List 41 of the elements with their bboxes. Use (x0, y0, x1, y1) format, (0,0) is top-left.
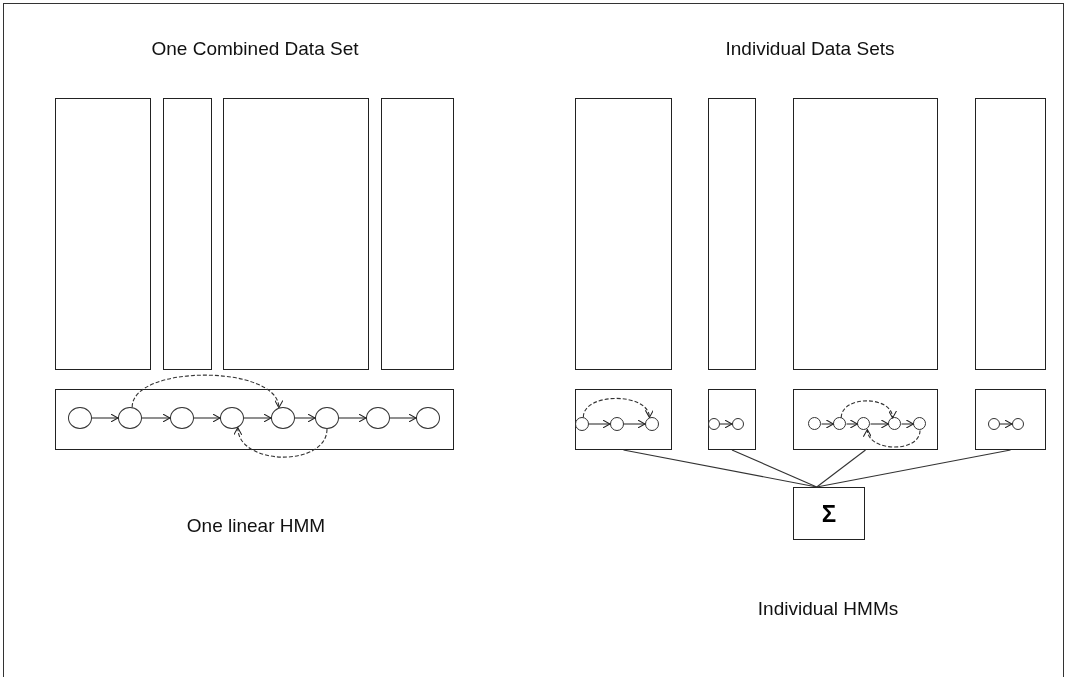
transition-arrow (999, 419, 1013, 429)
transition-arrow (294, 413, 316, 423)
data-set-box (708, 98, 756, 370)
transition-arrow (91, 413, 119, 423)
data-set-box (223, 98, 369, 370)
dashed-transition-arrow (864, 429, 921, 448)
dashed-transition-arrow (582, 397, 653, 419)
dashed-transition-arrow (234, 427, 328, 458)
transition-arrow (623, 419, 646, 429)
hmm-box (793, 389, 938, 450)
heading: Individual Data Sets (725, 38, 895, 60)
transition-arrow (588, 419, 611, 429)
transition-arrow (338, 413, 367, 423)
sum-box: Σ (793, 487, 865, 540)
transition-arrow (845, 419, 859, 429)
transition-arrow (869, 419, 890, 429)
transition-arrow (243, 413, 272, 423)
transition-arrow (719, 419, 733, 429)
data-set-box (381, 98, 454, 370)
transition-arrow (389, 413, 417, 423)
transition-arrow (900, 419, 915, 429)
heading: One Combined Data Set (151, 38, 359, 60)
connector-line (816, 449, 1012, 488)
data-set-box (793, 98, 938, 370)
hmm-box (975, 389, 1046, 450)
heading: One linear HMM (186, 515, 326, 537)
hmm-box (55, 389, 454, 450)
transition-arrow (820, 419, 835, 429)
dashed-transition-arrow (131, 374, 282, 409)
hmm-box (575, 389, 672, 450)
connector-line (816, 449, 867, 488)
data-set-box (975, 98, 1046, 370)
data-set-box (55, 98, 151, 370)
transition-arrow (141, 413, 171, 423)
transition-arrow (193, 413, 221, 423)
dashed-transition-arrow (840, 400, 896, 419)
heading: Individual HMMs (757, 598, 899, 620)
data-set-box (575, 98, 672, 370)
data-set-box (163, 98, 212, 370)
hmm-box (708, 389, 756, 450)
connector-line (731, 449, 818, 488)
